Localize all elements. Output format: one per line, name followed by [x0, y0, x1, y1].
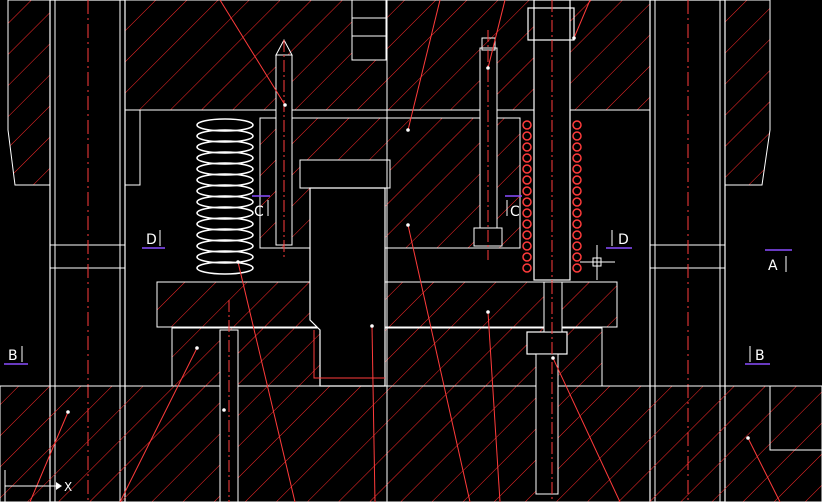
section-marker-c-left: C — [252, 195, 270, 220]
section-label-d-left: D — [146, 232, 157, 248]
stripper-plate[interactable] — [259, 117, 521, 249]
socket-cap-screw-top[interactable] — [527, 0, 575, 290]
spring-wire-section — [572, 153, 582, 163]
spring-wire-section — [522, 153, 532, 163]
spring-wire-section — [522, 252, 532, 262]
spring-coil — [196, 261, 254, 275]
spring-wire-section — [572, 208, 582, 218]
section-label-d-right: D — [618, 232, 629, 248]
spring-coil — [196, 162, 254, 176]
spring-wire-section — [522, 131, 532, 141]
spring-wire-section — [522, 197, 532, 207]
spring-wire-section — [522, 120, 532, 130]
top-center-screw[interactable] — [351, 0, 387, 61]
spring-coil — [196, 206, 254, 220]
spring-wire-section — [522, 164, 532, 174]
right-guide-pin[interactable] — [473, 30, 503, 260]
spring-wire-section — [572, 142, 582, 152]
ucs-x-label: X — [64, 480, 72, 494]
left-guide-pin[interactable] — [275, 38, 293, 260]
ucs-icon: X — [4, 470, 72, 502]
right-spring-column[interactable] — [522, 120, 582, 273]
leader-lines — [29, 0, 781, 502]
spring-wire-section — [522, 208, 532, 218]
lower-ejector-pin[interactable] — [526, 281, 568, 502]
section-marker-b-right: B — [745, 346, 770, 365]
spring-wire-section — [572, 219, 582, 229]
spring-coil — [196, 184, 254, 198]
right-outer-block[interactable] — [723, 0, 771, 186]
spring-wire-section — [522, 142, 532, 152]
spring-wire-section — [522, 219, 532, 229]
spring-wire-section — [572, 120, 582, 130]
section-label-b-right: B — [755, 348, 765, 364]
bottom-die-set[interactable] — [0, 385, 822, 502]
spring-coil — [196, 228, 254, 242]
spring-coil — [196, 239, 254, 253]
spring-coil — [196, 250, 254, 264]
spring-wire-section — [572, 186, 582, 196]
spring-wire-section — [522, 241, 532, 251]
spring-coil — [196, 140, 254, 154]
section-label-c-right: C — [510, 204, 520, 220]
spring-wire-section — [572, 175, 582, 185]
spring-wire-section — [572, 252, 582, 262]
center-punch[interactable] — [309, 187, 386, 387]
spring-wire-section — [522, 186, 532, 196]
spring-coil — [196, 129, 254, 143]
spring-wire-section — [572, 241, 582, 251]
section-label-b-left: B — [8, 348, 18, 364]
spring-wire-section — [522, 230, 532, 240]
spring-wire-section — [572, 230, 582, 240]
spring-wire-section — [572, 197, 582, 207]
leader-dots — [66, 36, 750, 440]
section-marker-b-left: B — [4, 346, 28, 365]
spring-coil — [196, 151, 254, 165]
spring-wire-section — [522, 175, 532, 185]
spring-wire-section — [572, 263, 582, 273]
crosshair-cursor — [580, 245, 615, 280]
section-label-c-left: C — [254, 204, 264, 220]
section-marker-c-right: C — [505, 195, 522, 220]
spring-wire-section — [572, 131, 582, 141]
left-spring[interactable] — [196, 118, 254, 275]
spring-coil — [196, 217, 254, 231]
spring-coil — [196, 118, 254, 132]
section-label-a: A — [768, 258, 778, 274]
spring-wire-section — [572, 164, 582, 174]
section-marker-d-right: D — [606, 230, 632, 249]
section-marker-a: A — [765, 249, 792, 274]
spring-coil — [196, 173, 254, 187]
left-lower-pin[interactable] — [219, 300, 239, 502]
spring-wire-section — [522, 263, 532, 273]
spring-coil — [196, 195, 254, 209]
section-marker-d-left: D — [142, 230, 165, 249]
